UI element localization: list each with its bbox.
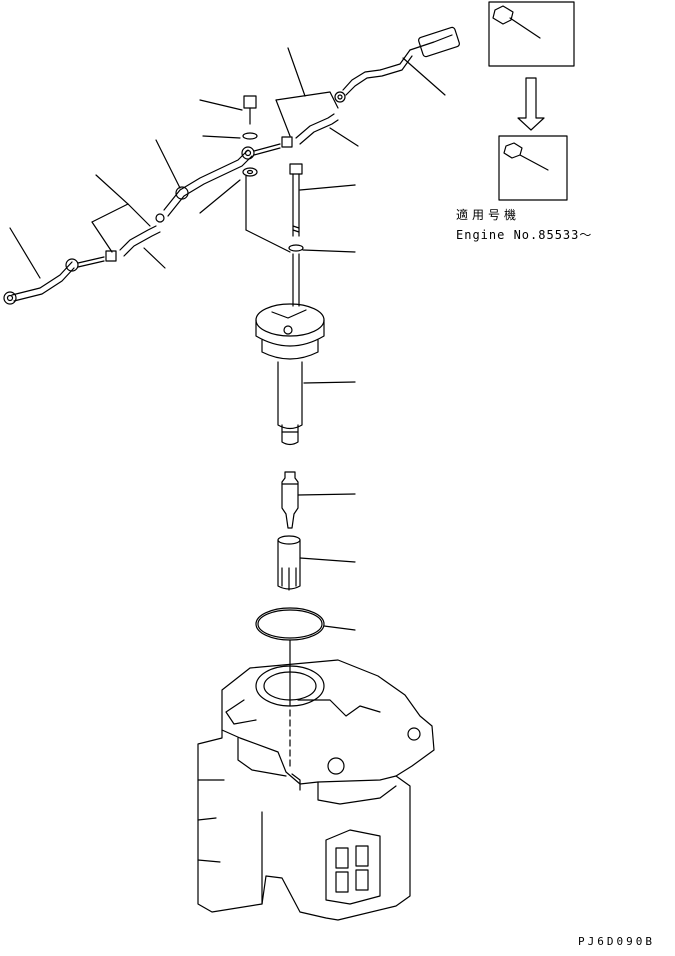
applicability-label-en: Engine No.85533～ bbox=[456, 228, 593, 242]
callout-leaders bbox=[9, 47, 359, 279]
arrow-down-icon bbox=[517, 77, 545, 131]
applicability-label-jp: 適用号機 bbox=[456, 208, 521, 222]
callout-box-sensor bbox=[402, 1, 575, 96]
figure-code: PJ6D090B bbox=[578, 935, 655, 948]
injector-holder bbox=[255, 303, 356, 446]
o-ring bbox=[255, 607, 356, 641]
wiring-harness bbox=[334, 26, 460, 103]
injector-nozzle bbox=[281, 471, 356, 529]
callout-box-sensor-new bbox=[498, 135, 568, 201]
injector-sleeve bbox=[277, 535, 356, 591]
clamp-bolt bbox=[288, 163, 356, 307]
bolt-small bbox=[242, 95, 258, 177]
cylinder-head bbox=[197, 659, 435, 921]
return-tube-assembly bbox=[3, 113, 339, 305]
